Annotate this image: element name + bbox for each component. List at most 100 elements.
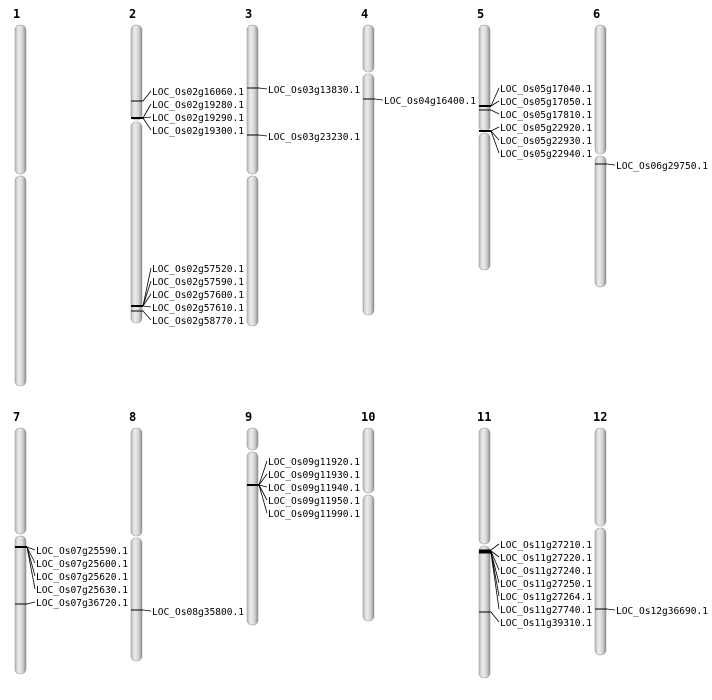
gene-label: LOC_Os11g39310.1 [500, 618, 592, 629]
chromosome-number: 3 [245, 7, 252, 21]
gene-label: LOC_Os08g35800.1 [152, 607, 244, 618]
gene-label: LOC_Os04g16400.1 [384, 96, 476, 107]
chromosome-6 [594, 24, 616, 288]
marker-connector [142, 609, 152, 612]
chromosome-long-arm [362, 73, 375, 316]
marker-connector [490, 550, 500, 558]
gene-label: LOC_Os09g11950.1 [268, 496, 360, 507]
gene-label: LOC_Os02g58770.1 [152, 316, 244, 327]
chromosome-short-arm [594, 427, 607, 527]
gene-label: LOC_Os03g13830.1 [268, 85, 360, 96]
chromosome-number: 4 [361, 7, 368, 21]
marker-connector [142, 90, 152, 102]
marker-connector [490, 109, 500, 115]
marker-connector [490, 611, 500, 623]
chromosome-long-arm [362, 494, 375, 622]
gene-label: LOC_Os05g22920.1 [500, 123, 592, 134]
chromosome-short-arm [130, 427, 143, 537]
marker-connector [142, 310, 152, 321]
gene-label: LOC_Os02g19280.1 [152, 100, 244, 111]
marker-connector [374, 98, 384, 101]
marker-connector [258, 87, 268, 90]
chromosome-1 [14, 24, 27, 387]
chromosome-number: 6 [593, 7, 600, 21]
gene-label: LOC_Os02g16060.1 [152, 87, 244, 98]
gene-label: LOC_Os09g11940.1 [268, 483, 360, 494]
marker-connector [490, 543, 500, 551]
gene-label: LOC_Os07g25600.1 [36, 559, 128, 570]
gene-label: LOC_Os12g36690.1 [616, 606, 708, 617]
marker-connector [26, 546, 36, 577]
chromosome-long-arm [246, 451, 259, 626]
marker-connector [26, 601, 36, 605]
chromosome-number: 1 [13, 7, 20, 21]
chromosome-number: 5 [477, 7, 484, 21]
chromosome-2 [130, 24, 152, 324]
gene-label: LOC_Os11g27210.1 [500, 540, 592, 551]
gene-label: LOC_Os09g11990.1 [268, 509, 360, 520]
gene-label: LOC_Os05g22930.1 [500, 136, 592, 147]
marker-connector [142, 267, 152, 307]
gene-label: LOC_Os11g27220.1 [500, 553, 592, 564]
marker-connector [490, 130, 500, 141]
marker-connector [142, 280, 152, 307]
chromosome-10 [362, 427, 375, 622]
marker-connector [258, 460, 268, 486]
marker-connector [258, 484, 268, 514]
chromosome-short-arm [246, 427, 259, 451]
chromosome-short-arm [130, 24, 143, 121]
chromosome-number: 11 [477, 410, 491, 424]
marker-connector [490, 551, 500, 597]
marker-connector [26, 546, 36, 551]
gene-label: LOC_Os02g19300.1 [152, 126, 244, 137]
marker-connector [258, 134, 268, 137]
marker-connector [142, 116, 152, 119]
chromosome-short-arm [14, 24, 27, 175]
gene-label: LOC_Os05g17050.1 [500, 97, 592, 108]
chromosome-long-arm [14, 535, 27, 675]
gene-label: LOC_Os02g57600.1 [152, 290, 244, 301]
gene-label: LOC_Os07g25590.1 [36, 546, 128, 557]
marker-connector [258, 473, 268, 486]
chromosome-long-arm [594, 527, 607, 656]
chromosome-short-arm [246, 24, 259, 175]
gene-label: LOC_Os07g36720.1 [36, 598, 128, 609]
chromosome-number: 12 [593, 410, 607, 424]
chromosome-layer [14, 24, 616, 679]
chromosome-long-arm [478, 132, 491, 271]
gene-label: LOC_Os03g23230.1 [268, 132, 360, 143]
marker-connector [490, 100, 500, 107]
chromosome-8 [130, 427, 152, 662]
chromosome-short-arm [478, 24, 491, 132]
marker-connector [606, 163, 616, 166]
chromosome-number: 10 [361, 410, 375, 424]
gene-label: LOC_Os05g22940.1 [500, 149, 592, 160]
chromosome-9 [246, 427, 268, 626]
chromosome-short-arm [14, 427, 27, 535]
gene-label: LOC_Os05g17810.1 [500, 110, 592, 121]
gene-label: LOC_Os11g27740.1 [500, 605, 592, 616]
gene-label: LOC_Os02g19290.1 [152, 113, 244, 124]
gene-label: LOC_Os11g27240.1 [500, 566, 592, 577]
chromosome-7 [14, 427, 36, 675]
gene-label: LOC_Os11g27250.1 [500, 579, 592, 590]
chromosome-number: 8 [129, 410, 136, 424]
gene-label: LOC_Os05g17040.1 [500, 84, 592, 95]
gene-label: LOC_Os09g11930.1 [268, 470, 360, 481]
chromosome-long-arm [14, 175, 27, 387]
marker-connector [258, 484, 268, 501]
gene-label: LOC_Os11g27264.1 [500, 592, 592, 603]
chromosome-short-arm [362, 427, 375, 494]
chromosome-short-arm [478, 427, 491, 545]
chromosome-long-arm [130, 121, 143, 324]
gene-label: LOC_Os07g25620.1 [36, 572, 128, 583]
marker-connector [490, 130, 500, 154]
marker-connector [142, 293, 152, 307]
chromosome-short-arm [594, 24, 607, 155]
gene-label: LOC_Os06g29750.1 [616, 161, 708, 172]
chromosome-4 [362, 24, 384, 316]
gene-label: LOC_Os02g57610.1 [152, 303, 244, 314]
chromosome-number: 7 [13, 410, 20, 424]
